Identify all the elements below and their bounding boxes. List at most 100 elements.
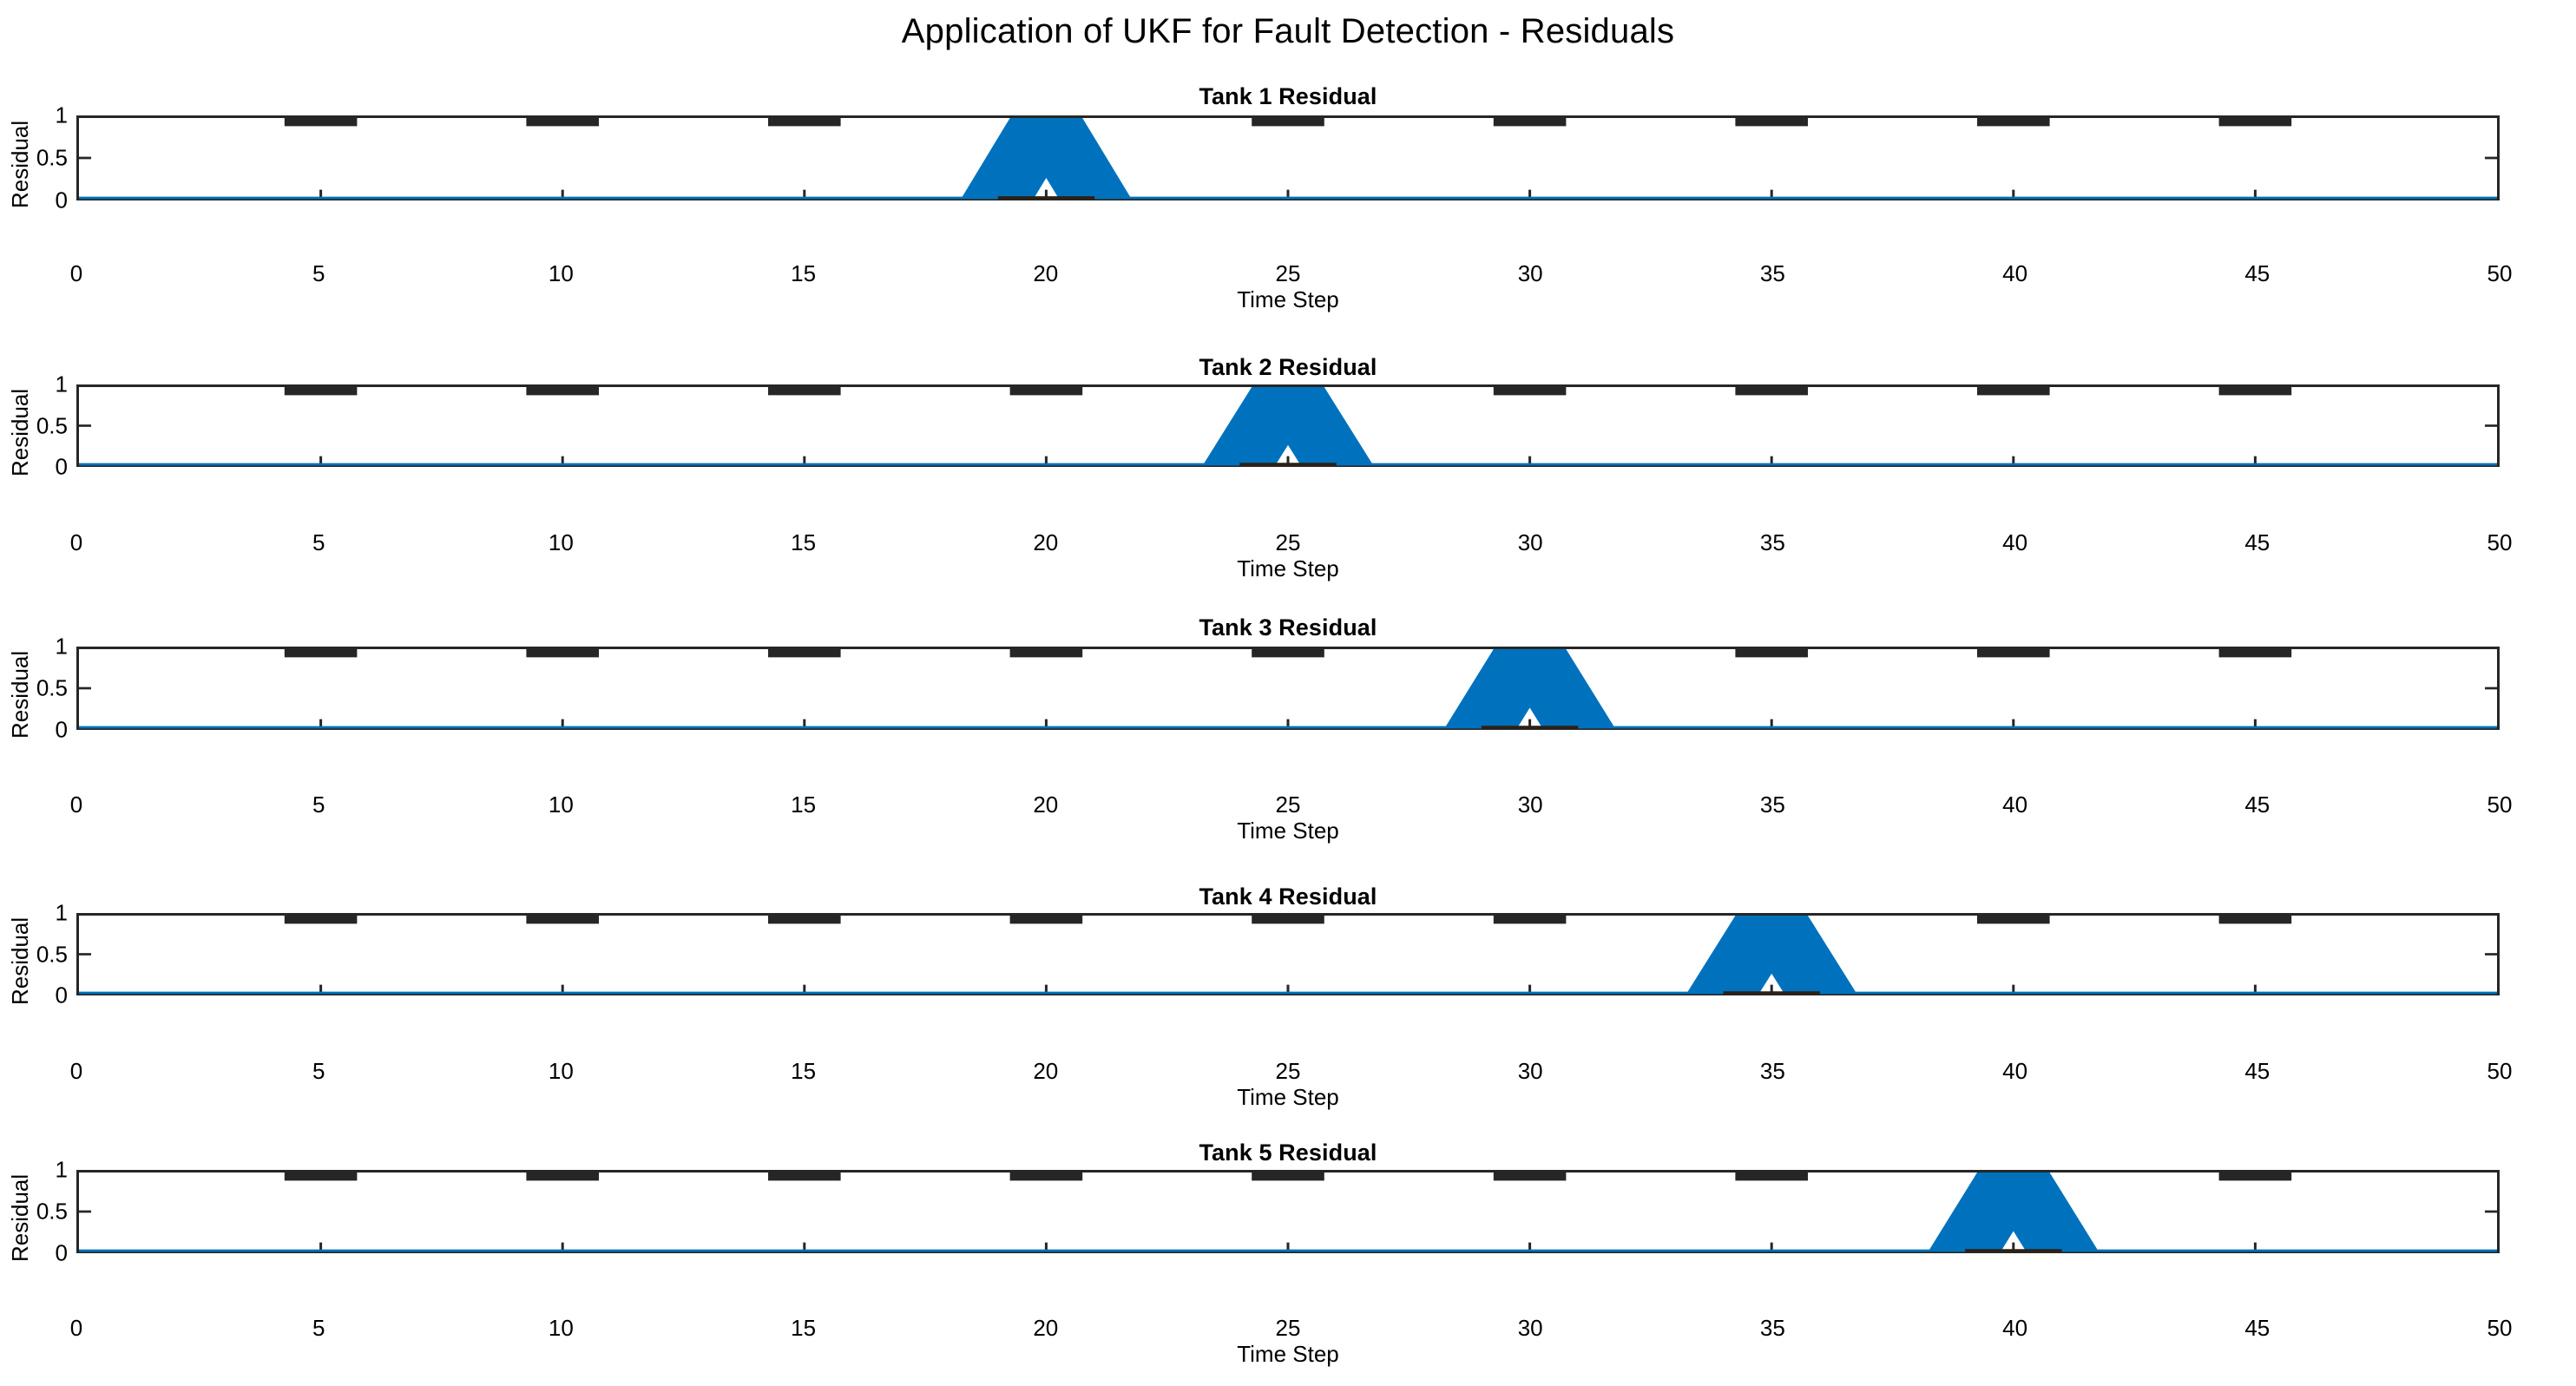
x-tick-label: 0 xyxy=(69,260,83,286)
y-tick-label: 0 xyxy=(55,187,68,213)
x-tick-label: 40 xyxy=(2002,260,2028,286)
y-tick-label: 0.5 xyxy=(36,674,68,701)
y-tick-label: 1 xyxy=(55,102,68,128)
x-tick-label: 20 xyxy=(1033,529,1059,555)
x-tick-label: 15 xyxy=(791,529,817,555)
x-tick-label: 35 xyxy=(1759,1058,1785,1084)
x-axis-label-tank-2: Time Step xyxy=(1237,555,1339,581)
plot-canvas-tank-1 xyxy=(79,117,2497,200)
y-axis-label-tank-1: Residual xyxy=(7,120,33,208)
residual-line-tank-2 xyxy=(79,386,2497,466)
x-tick-label: 20 xyxy=(1033,1058,1059,1084)
plot-area-tank-4 xyxy=(79,915,2497,995)
x-tick-label: 5 xyxy=(312,260,325,286)
x-tick-label: 40 xyxy=(2002,792,2028,818)
x-tick-label: 30 xyxy=(1517,1315,1543,1341)
x-tick-label: 5 xyxy=(312,529,325,555)
plot-canvas-tank-2 xyxy=(79,386,2497,466)
y-tick-label: 0 xyxy=(55,982,68,1008)
x-tick-label: 10 xyxy=(548,529,574,555)
x-tick-label: 35 xyxy=(1759,792,1785,818)
subplot-title-tank-4: Tank 4 Residual xyxy=(1199,883,1377,910)
plot-area-tank-2 xyxy=(79,386,2497,466)
x-tick-label: 5 xyxy=(312,1315,325,1341)
x-tick-label: 50 xyxy=(2487,529,2513,555)
plot-canvas-tank-3 xyxy=(79,648,2497,729)
y-tick-label: 0 xyxy=(55,1239,68,1266)
plot-axes-tank-5 xyxy=(76,1170,2500,1253)
x-tick-label: 25 xyxy=(1275,260,1301,286)
x-axis-label-tank-4: Time Step xyxy=(1237,1084,1339,1110)
x-tick-label: 15 xyxy=(791,792,817,818)
x-tick-label: 10 xyxy=(548,1058,574,1084)
x-tick-label: 35 xyxy=(1759,260,1785,286)
x-axis-label-tank-3: Time Step xyxy=(1237,818,1339,844)
x-tick-label: 50 xyxy=(2487,260,2513,286)
x-tick-label: 40 xyxy=(2002,1315,2028,1341)
x-tick-label: 20 xyxy=(1033,1315,1059,1341)
x-tick-label: 0 xyxy=(69,1058,83,1084)
x-tick-label: 45 xyxy=(2244,1315,2270,1341)
x-tick-label: 40 xyxy=(2002,529,2028,555)
x-tick-label: 25 xyxy=(1275,529,1301,555)
y-tick-label: 0.5 xyxy=(36,412,68,438)
x-tick-label: 45 xyxy=(2244,792,2270,818)
x-tick-label: 5 xyxy=(312,1058,325,1084)
subplot-title-tank-1: Tank 1 Residual xyxy=(1199,83,1377,109)
x-tick-label: 30 xyxy=(1517,1058,1543,1084)
x-tick-label: 5 xyxy=(312,792,325,818)
x-tick-label: 30 xyxy=(1517,260,1543,286)
x-tick-label: 50 xyxy=(2487,1058,2513,1084)
x-axis-label-tank-5: Time Step xyxy=(1237,1341,1339,1367)
x-tick-label: 0 xyxy=(69,1315,83,1341)
residual-line-tank-5 xyxy=(79,1172,2497,1252)
x-tick-label: 15 xyxy=(791,260,817,286)
y-tick-label: 1 xyxy=(55,371,68,397)
x-tick-label: 35 xyxy=(1759,529,1785,555)
x-tick-label: 0 xyxy=(69,529,83,555)
x-tick-label: 10 xyxy=(548,1315,574,1341)
y-axis-label-tank-3: Residual xyxy=(7,650,33,739)
x-axis-label-tank-1: Time Step xyxy=(1237,286,1339,312)
figure-title: Application of UKF for Fault Detection -… xyxy=(901,12,1675,50)
y-tick-label: 1 xyxy=(55,633,68,660)
y-tick-label: 1 xyxy=(55,899,68,926)
x-tick-label: 15 xyxy=(791,1315,817,1341)
x-tick-label: 25 xyxy=(1275,1315,1301,1341)
plot-axes-tank-2 xyxy=(76,384,2500,467)
plot-area-tank-1 xyxy=(79,117,2497,200)
residual-line-tank-4 xyxy=(79,915,2497,995)
y-tick-label: 0 xyxy=(55,453,68,480)
plot-axes-tank-3 xyxy=(76,647,2500,730)
y-tick-label: 0.5 xyxy=(36,941,68,967)
x-tick-label: 45 xyxy=(2244,260,2270,286)
y-tick-label: 0 xyxy=(55,716,68,743)
subplot-title-tank-2: Tank 2 Residual xyxy=(1199,354,1377,380)
x-tick-label: 10 xyxy=(548,792,574,818)
y-tick-label: 0.5 xyxy=(36,144,68,171)
y-tick-label: 0.5 xyxy=(36,1198,68,1225)
plot-area-tank-5 xyxy=(79,1172,2497,1252)
x-tick-label: 45 xyxy=(2244,1058,2270,1084)
x-tick-label: 0 xyxy=(69,792,83,818)
x-tick-label: 20 xyxy=(1033,792,1059,818)
plot-area-tank-3 xyxy=(79,648,2497,729)
x-tick-label: 25 xyxy=(1275,1058,1301,1084)
x-tick-label: 45 xyxy=(2244,529,2270,555)
y-tick-label: 1 xyxy=(55,1156,68,1183)
plot-axes-tank-4 xyxy=(76,913,2500,995)
x-tick-label: 30 xyxy=(1517,792,1543,818)
y-axis-label-tank-4: Residual xyxy=(7,916,33,1005)
residual-line-tank-1 xyxy=(79,117,2497,200)
x-tick-label: 25 xyxy=(1275,792,1301,818)
x-tick-label: 20 xyxy=(1033,260,1059,286)
subplot-title-tank-5: Tank 5 Residual xyxy=(1199,1140,1377,1166)
y-axis-label-tank-5: Residual xyxy=(7,1173,33,1262)
plot-canvas-tank-4 xyxy=(79,915,2497,995)
